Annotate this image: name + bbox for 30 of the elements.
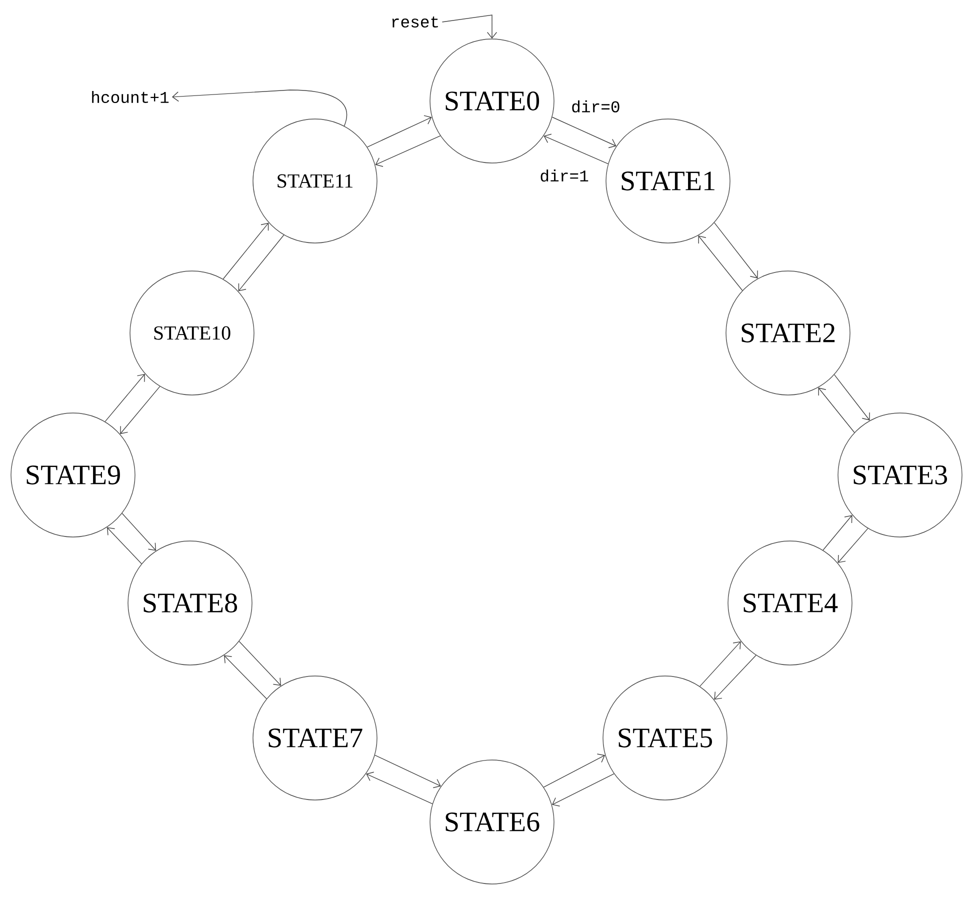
arrow <box>714 222 758 278</box>
arrow <box>366 772 433 804</box>
edge-label: dir=0 <box>570 99 622 114</box>
arrow <box>238 641 282 686</box>
arrow <box>104 374 145 422</box>
arrow <box>120 386 160 434</box>
arrow <box>366 115 432 148</box>
arrow <box>700 641 741 687</box>
signal-label: hcount+1 <box>92 90 169 104</box>
arrow <box>552 116 616 148</box>
arrow <box>122 513 156 551</box>
arrow <box>822 515 852 550</box>
arrow <box>224 655 267 700</box>
arrow <box>442 14 498 39</box>
arrow <box>543 754 606 788</box>
arrow <box>698 236 743 291</box>
arrow <box>172 90 348 126</box>
arrow <box>222 222 269 280</box>
arrow <box>552 773 614 806</box>
edge-label: dir=1 <box>538 168 590 183</box>
arrow <box>714 654 756 700</box>
signal-label: reset <box>392 16 438 28</box>
arrow <box>375 136 441 167</box>
arrow <box>818 388 855 433</box>
arrow <box>106 527 142 564</box>
arrow <box>544 134 608 164</box>
arrow <box>374 754 441 788</box>
arrow <box>238 234 284 292</box>
arrow <box>834 374 870 420</box>
arrow <box>838 528 868 563</box>
